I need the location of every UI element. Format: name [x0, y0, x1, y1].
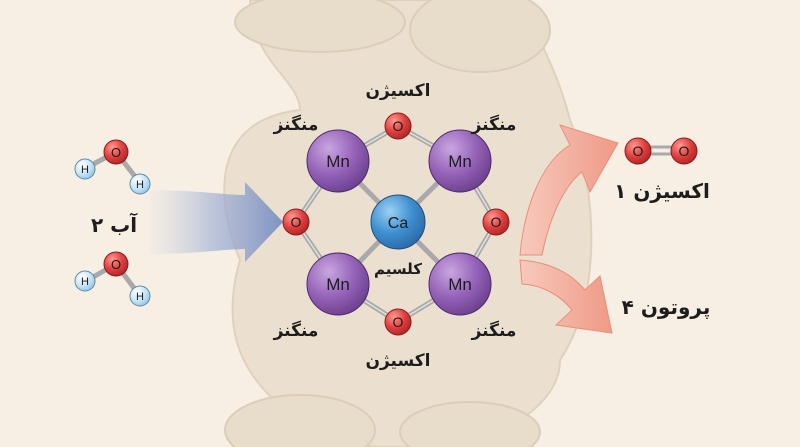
oxygen-output-arrow: [519, 124, 619, 256]
manganese-atom-bottom-right: Mn: [428, 252, 492, 316]
oxygen-atom-top: O: [384, 112, 412, 140]
water-molecule-top: O H H: [74, 139, 151, 195]
label-manganese-bottom-right: منگنز: [471, 320, 517, 341]
label-manganese-top-left: منگنز: [273, 114, 319, 135]
oxygen-atom-right: O: [482, 208, 510, 236]
manganese-atom-top-right: Mn: [428, 129, 492, 193]
svg-text:O: O: [291, 214, 302, 230]
svg-text:H: H: [81, 276, 89, 288]
label-calcium: کلسیم: [374, 260, 422, 278]
water-input-arrow: [150, 182, 283, 262]
oxygen-molecule: O O: [624, 137, 698, 165]
svg-text:H: H: [136, 291, 144, 303]
svg-text:O: O: [491, 214, 502, 230]
svg-text:Mn: Mn: [448, 152, 472, 171]
manganese-atom-bottom-left: Mn: [306, 252, 370, 316]
svg-text:O: O: [679, 143, 690, 159]
label-manganese-top-right: منگنز: [471, 114, 517, 135]
svg-text:O: O: [111, 145, 121, 160]
calcium-atom: Ca: [370, 194, 426, 250]
label-oxygen-bottom: اکسیژن: [365, 351, 430, 371]
oxygen-atom-left: O: [282, 208, 310, 236]
svg-text:O: O: [111, 257, 121, 272]
water-molecule-bottom: O H H: [74, 251, 151, 307]
label-manganese-bottom-left: منگنز: [273, 320, 319, 341]
svg-text:O: O: [393, 118, 404, 134]
svg-text:Ca: Ca: [388, 215, 409, 232]
svg-text:H: H: [136, 179, 144, 191]
manganese-atom-top-left: Mn: [306, 129, 370, 193]
svg-text:O: O: [633, 143, 644, 159]
svg-text:H: H: [81, 164, 89, 176]
oxygen-atom-bottom: O: [384, 308, 412, 336]
label-oxygen-output: ۱ اکسیژن: [614, 179, 710, 203]
proton-output-arrow: [519, 259, 613, 334]
label-proton-output: ۴ پروتون: [622, 295, 711, 320]
svg-text:Mn: Mn: [326, 275, 350, 294]
label-water-input: ۲ آب: [91, 212, 138, 237]
svg-text:Mn: Mn: [448, 275, 472, 294]
label-oxygen-top: اکسیژن: [365, 81, 430, 101]
svg-text:O: O: [393, 314, 404, 330]
svg-text:Mn: Mn: [326, 152, 350, 171]
